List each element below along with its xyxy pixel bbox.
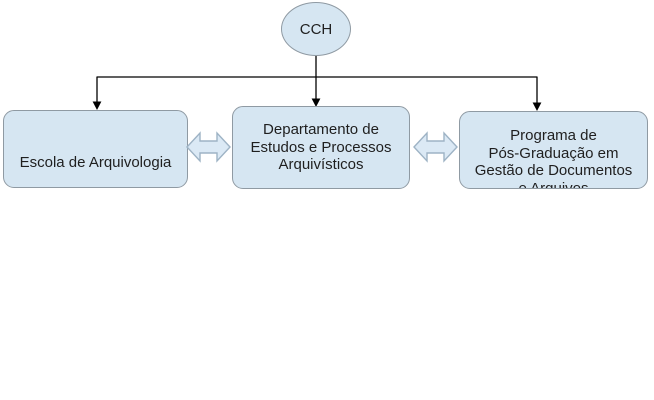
- arrowhead-down-left-icon: [92, 101, 102, 110]
- node-label-line: Arquivísticos: [278, 156, 364, 174]
- double-arrow-shape: [413, 131, 458, 163]
- node-label-line: e Arquivos: [518, 179, 589, 189]
- arrowhead-down-middle-icon: [311, 98, 321, 107]
- node-label: Departamento de Estudos e Processos Arqu…: [251, 121, 392, 174]
- node-departamento-estudos-processos: Departamento de Estudos e Processos Arqu…: [232, 106, 410, 189]
- arrowhead-down-right-icon: [532, 102, 542, 111]
- node-label-line: Departamento de: [263, 121, 379, 139]
- root-node-cch: CCH: [281, 2, 351, 56]
- double-arrow-shape: [186, 131, 231, 163]
- node-label-line: Estudos e Processos: [250, 138, 392, 156]
- node-label: Escola de Arquivologia: [4, 154, 187, 172]
- double-arrow-right-icon: [413, 131, 458, 163]
- root-node-label: CCH: [299, 20, 333, 38]
- node-label-line: Escola de Arquivologia: [19, 154, 172, 171]
- node-label-line: Pós-Graduação em: [488, 144, 619, 162]
- node-label-line: Gestão de Documentos: [474, 162, 633, 179]
- node-label-line: Programa de: [510, 127, 597, 144]
- node-label: Programa de Pós-Graduação em Gestão de D…: [460, 127, 647, 189]
- node-programa-pos-graduacao: Programa de Pós-Graduação em Gestão de D…: [459, 111, 648, 189]
- node-escola-de-arquivologia: Escola de Arquivologia: [3, 110, 188, 188]
- double-arrow-left-icon: [186, 131, 231, 163]
